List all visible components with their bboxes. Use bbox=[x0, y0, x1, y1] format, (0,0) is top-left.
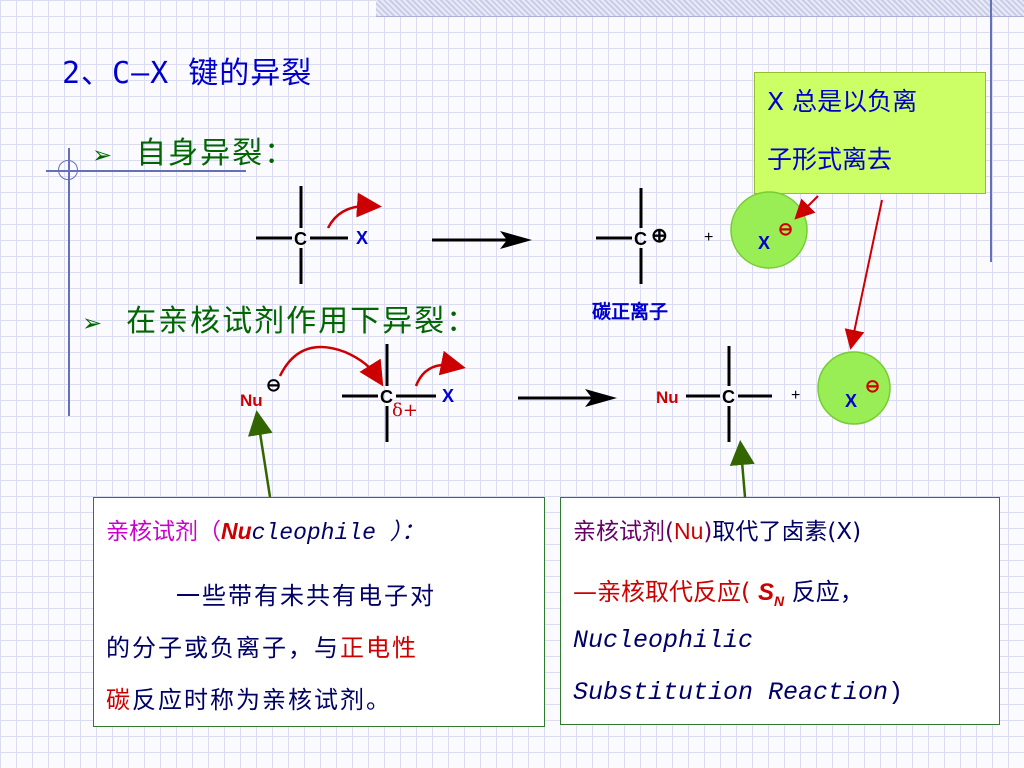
nucleophile-attack-arrow bbox=[278, 345, 384, 387]
reactant-x-label: X bbox=[356, 228, 369, 248]
note-line-2: 子形式离去 bbox=[767, 145, 893, 174]
product-nu-label: Nu bbox=[656, 388, 679, 407]
substrate-carbon-label: C bbox=[380, 387, 393, 407]
substitution-definition-box: 亲核试剂(Nu)取代了卤素(X) —亲核取代反应( SN 反应， Nucleop… bbox=[560, 497, 1000, 725]
carbocation-carbon-label: C bbox=[634, 229, 647, 249]
substitution-line-4: Substitution Reaction) bbox=[573, 678, 904, 707]
partial-positive-label: δ+ bbox=[392, 400, 418, 421]
definition-line-1: 一些带有未共有电子对 bbox=[176, 582, 436, 610]
definition-line-2: 的分子或负离子，与正电性 bbox=[106, 634, 418, 662]
slide-title: 2、C—X 键的异裂 bbox=[62, 56, 313, 91]
carbocation-plus-icon: ⊕ bbox=[651, 225, 668, 247]
note-pointer-arrow-1 bbox=[794, 195, 819, 220]
electron-shift-arrow-2 bbox=[414, 350, 466, 387]
substitution-line-3: Nucleophilic bbox=[573, 626, 754, 655]
box1-pointer-arrow bbox=[247, 410, 273, 498]
substrate-carbon-bonds bbox=[342, 344, 436, 442]
reactant-carbon-label: C bbox=[294, 229, 307, 249]
plus-sign-2: + bbox=[791, 387, 801, 404]
box2-pointer-arrow bbox=[729, 440, 755, 498]
bullet-self-heterolysis: ➢自身异裂： bbox=[92, 136, 297, 171]
arrow-bullet-icon: ➢ bbox=[82, 309, 105, 337]
left-horizontal-line bbox=[46, 170, 246, 172]
note-pointer-arrow-2 bbox=[844, 199, 883, 350]
leaving-group-note: X 总是以负离 子形式离去 bbox=[754, 72, 986, 194]
x-anion-2-label: X bbox=[845, 391, 858, 411]
right-vertical-line bbox=[990, 0, 992, 262]
x-anion-1-label: X bbox=[758, 233, 771, 253]
note-line-1: X 总是以负离 bbox=[767, 87, 918, 116]
left-vertical-line bbox=[68, 148, 70, 416]
definition-line-3: 碳反应时称为亲核试剂。 bbox=[106, 686, 392, 714]
electron-shift-arrow-1 bbox=[326, 192, 382, 229]
left-ring-ornament bbox=[58, 160, 78, 180]
definition-heading: 亲核试剂（Nucleophile ）： bbox=[106, 518, 425, 546]
nucleophile-label: Nu bbox=[240, 391, 263, 410]
substitution-line-2: —亲核取代反应( SN 反应， bbox=[573, 578, 864, 609]
x-anion-1-minus-icon: ⊖ bbox=[778, 219, 794, 239]
arrow-bullet-icon: ➢ bbox=[92, 141, 115, 169]
product-carbon-label: C bbox=[722, 387, 735, 407]
reactant-carbon-bonds bbox=[256, 186, 348, 284]
substrate-x-label: X bbox=[442, 386, 455, 406]
carbocation-bonds bbox=[596, 188, 643, 284]
nucleophile-definition-box: 亲核试剂（Nucleophile ）： 一些带有未共有电子对 的分子或负离子，与… bbox=[93, 497, 545, 727]
carbocation-caption: 碳正离子 bbox=[592, 301, 669, 323]
top-border-band bbox=[376, 0, 1024, 17]
x-anion-2-minus-icon: ⊖ bbox=[865, 376, 881, 396]
nucleophile-minus-icon: ⊖ bbox=[266, 375, 282, 395]
plus-sign-1: + bbox=[704, 229, 714, 246]
substitution-line-1: 亲核试剂(Nu)取代了卤素(X) bbox=[573, 518, 862, 545]
bullet-nucleophile-heterolysis: ➢在亲核试剂作用下异裂： bbox=[82, 304, 479, 339]
x-anion-1-circle bbox=[730, 191, 808, 269]
x-anion-2-circle bbox=[817, 351, 891, 425]
product-carbon-bonds bbox=[686, 346, 772, 442]
